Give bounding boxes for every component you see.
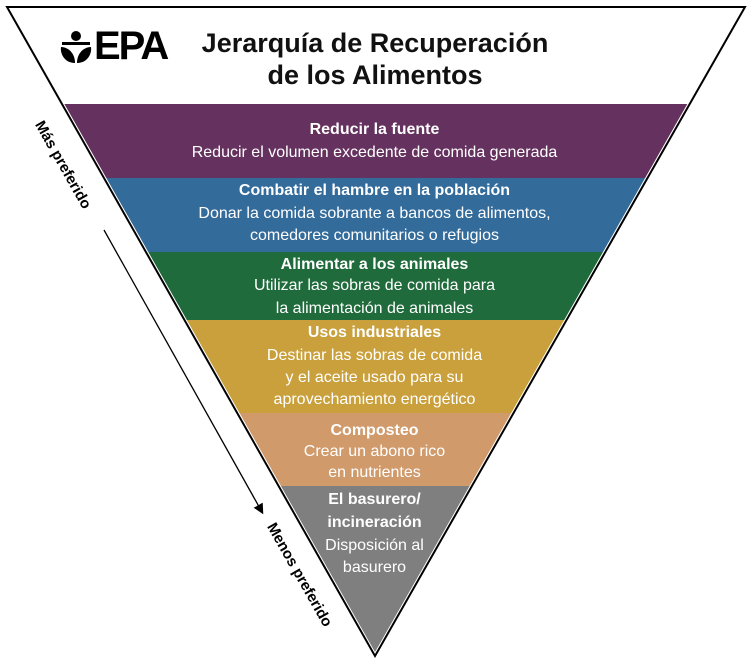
tier-description: aprovechamiento energético	[273, 391, 476, 408]
tier-title: El basurero/	[328, 491, 421, 508]
pyramid-outline	[5, 6, 747, 659]
page-title-line-1: Jerarquía de Recuperación	[201, 28, 549, 58]
tier-description: Crear un abono rico	[303, 443, 446, 460]
tier-description: y el aceite usado para su	[285, 369, 464, 386]
tier-description: Reducir el volumen excedente de comida g…	[191, 144, 558, 161]
page-title-line-2: de los Alimentos	[267, 60, 483, 90]
tier-description: la alimentación de animales	[275, 300, 474, 317]
epa-logo-text: EPA	[94, 24, 169, 68]
tier-description: en nutrientes	[328, 464, 421, 481]
tier-description: Disposición al	[325, 537, 424, 554]
epa-logo: EPA	[58, 24, 169, 69]
tier-description: Utilizar las sobras de comida para	[254, 277, 495, 294]
tier-description: Donar la comida sobrante a bancos de ali…	[198, 205, 551, 222]
tier-title: Combatir el hambre en la población	[238, 182, 511, 199]
tier-band-1	[10, 104, 742, 178]
epa-flower-icon	[60, 30, 92, 63]
tier-title: Reducir la fuente	[309, 121, 440, 138]
tier-description: comedores comunitarios o refugios	[249, 227, 499, 244]
tier-description: Destinar las sobras de comida	[266, 347, 483, 364]
preference-arrow	[103, 229, 264, 515]
tier-title: incineración	[327, 514, 422, 531]
tier-description: basurero	[342, 559, 407, 576]
tier-title: Alimentar a los animales	[280, 256, 469, 273]
tier-title: Composteo	[330, 422, 419, 439]
tier-title: Usos industriales	[307, 324, 442, 341]
